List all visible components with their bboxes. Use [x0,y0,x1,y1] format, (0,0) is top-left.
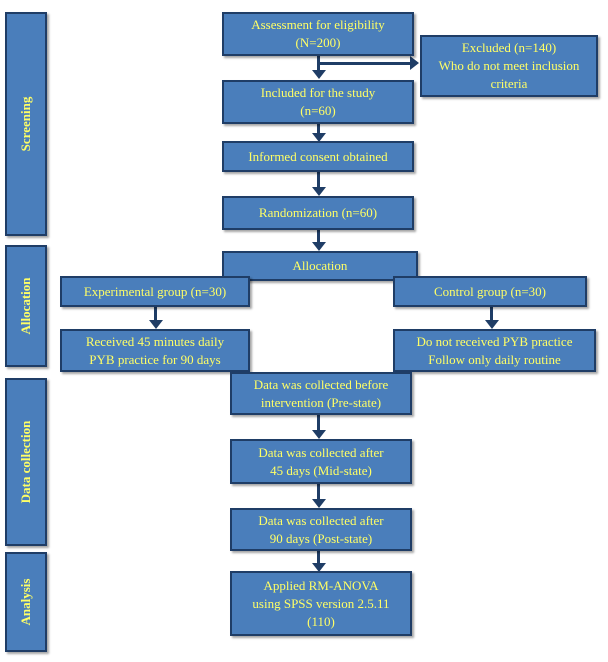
control-group-box: Control group (n=30) [393,276,587,307]
arrow-icon [312,187,326,196]
connector [317,229,320,244]
arrow-icon [149,320,163,329]
control-routine-box: Do not received PYB practice Follow only… [393,329,596,372]
arrow-icon [312,242,326,251]
stage-screening: Screening [5,12,47,236]
mid-state-box: Data was collected after 45 days (Mid-st… [230,439,412,484]
connector [317,414,320,433]
stage-data-collection: Data collection [5,378,47,546]
connector [317,550,320,566]
experimental-intervention-box: Received 45 minutes daily PYB practice f… [60,329,250,372]
arrow-icon [485,320,499,329]
connector [154,306,157,323]
arrow-icon [410,56,419,70]
connector [318,62,411,65]
arrow-icon [312,133,326,142]
arrow-icon [312,563,326,572]
connector [317,483,320,501]
arrow-icon [312,70,326,79]
included-box: Included for the study (n=60) [222,80,414,124]
stage-allocation: Allocation [5,245,47,367]
stage-analysis: Analysis [5,552,47,652]
stage-data-collection-label: Data collection [18,420,33,504]
connector [490,306,493,323]
analysis-box: Applied RM-ANOVA using SPSS version 2.5.… [230,571,412,636]
stage-screening-label: Screening [18,96,33,152]
arrow-icon [312,430,326,439]
post-state-box: Data was collected after 90 days (Post-s… [230,508,412,551]
assessment-box: Assessment for eligibility (N=200) [222,12,414,56]
pre-state-box: Data was collected before intervention (… [230,372,412,415]
stage-allocation-label: Allocation [18,277,33,335]
connector [317,123,320,136]
connector [317,171,320,189]
randomization-box: Randomization (n=60) [222,196,414,230]
consent-box: Informed consent obtained [222,141,414,172]
arrow-icon [312,499,326,508]
excluded-box: Excluded (n=140) Who do not meet inclusi… [420,35,598,97]
stage-analysis-label: Analysis [18,578,33,626]
allocation-box: Allocation [222,251,418,281]
experimental-group-box: Experimental group (n=30) [60,276,250,307]
